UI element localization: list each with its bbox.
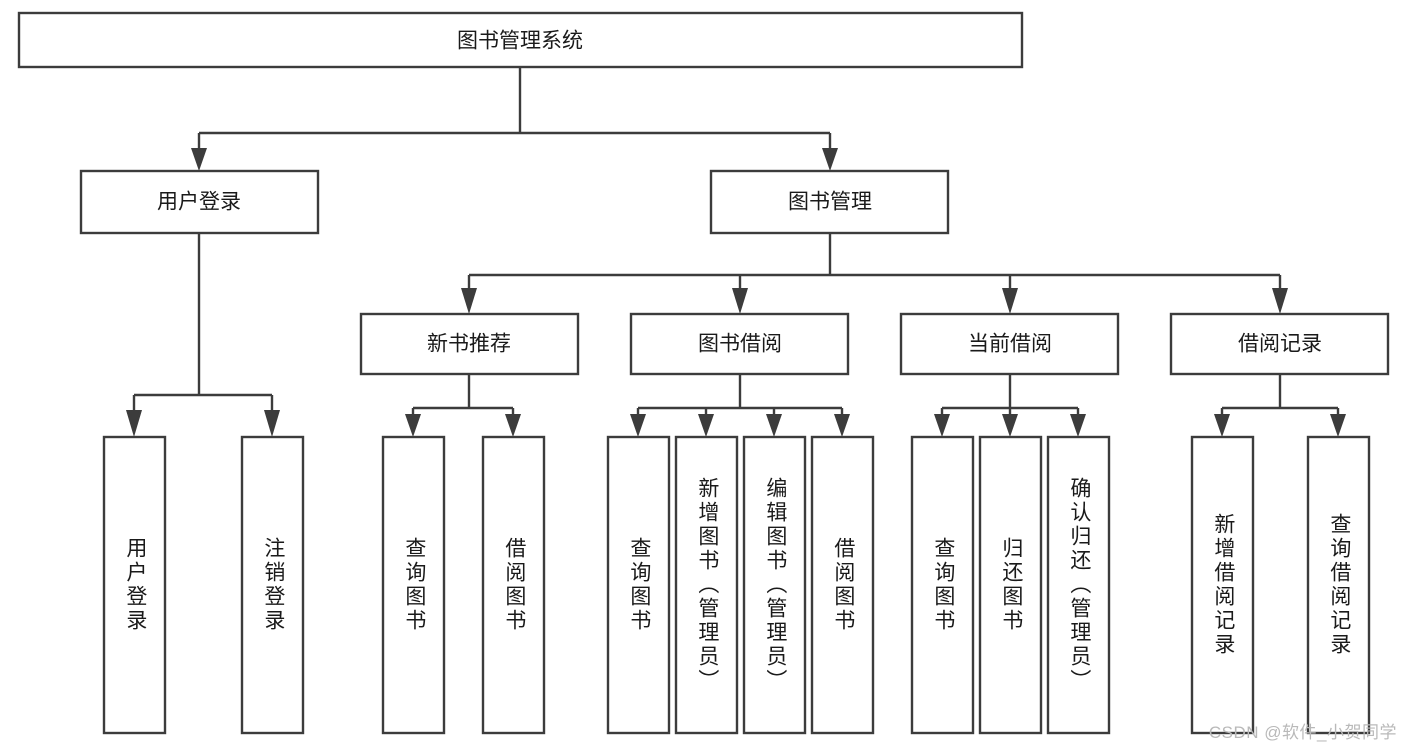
leaf-borrow-book-1-label: 借阅图书 — [502, 537, 526, 633]
leaf-edit-book-admin-box[interactable] — [742, 435, 807, 735]
leaf-confirm-return-admin[interactable]: 确认归还（管理员） — [1048, 437, 1109, 733]
arrow-leaf-u2 — [264, 410, 280, 437]
arrow-leaf-b3 — [766, 414, 782, 437]
leaf-return-book-box[interactable] — [978, 435, 1043, 735]
arrow-leaf-c3 — [1070, 414, 1086, 437]
leaf-query-borrow-record-label: 查询借阅记录 — [1327, 513, 1351, 657]
leaf-query-book-1-box[interactable] — [381, 435, 446, 735]
node-book-borrow-box[interactable] — [629, 312, 850, 376]
leaf-borrow-book-2-label: 借阅图书 — [831, 537, 855, 633]
leaf-add-book-admin-label: 新增图书（管理员） — [695, 477, 719, 693]
arrow-leaf-r1 — [1214, 414, 1230, 437]
arrow-leaf-n2 — [505, 414, 521, 437]
leaf-query-book-2-label: 查询图书 — [627, 537, 651, 633]
leaf-query-borrow-record[interactable]: 查询借阅记录 — [1308, 437, 1369, 733]
arrow-l3-book-borrow — [732, 288, 748, 314]
leaf-borrow-book-2-box[interactable] — [810, 435, 875, 735]
node-book-borrow-label: 图书借阅 — [698, 333, 782, 356]
leaf-query-book-2-box[interactable] — [606, 435, 671, 735]
node-book-management-box[interactable] — [709, 169, 950, 235]
arrow-leaf-c1 — [934, 414, 950, 437]
node-new-book-recommend-box[interactable] — [359, 312, 580, 376]
node-borrow-record-label: 借阅记录 — [1238, 333, 1322, 356]
arrow-leaf-b1 — [630, 414, 646, 437]
node-current-borrow-label: 当前借阅 — [968, 333, 1052, 356]
arrow-leaf-b4 — [834, 414, 850, 437]
leaf-query-book-1-label: 查询图书 — [402, 537, 426, 633]
leaf-user-login-box[interactable] — [102, 435, 167, 735]
leaf-borrow-book-1[interactable]: 借阅图书 — [483, 437, 544, 733]
leaf-query-book-3-box[interactable] — [910, 435, 975, 735]
leaf-query-book-2[interactable]: 查询图书 — [608, 437, 669, 733]
node-borrow-record-box[interactable] — [1169, 312, 1390, 376]
arrow-leaf-n1 — [405, 414, 421, 437]
arrow-book-mgmt — [822, 148, 838, 171]
leaf-user-login-label: 用户登录 — [123, 537, 147, 633]
leaf-add-borrow-record-label: 新增借阅记录 — [1211, 513, 1235, 657]
node-new-book-recommend-label: 新书推荐 — [427, 333, 511, 356]
leaf-query-book-1[interactable]: 查询图书 — [383, 437, 444, 733]
node-user-login-box[interactable] — [79, 169, 320, 235]
arrow-leaf-u1 — [126, 410, 142, 437]
leaf-edit-book-admin[interactable]: 编辑图书（管理员） — [744, 437, 805, 733]
leaf-confirm-return-admin-box[interactable] — [1046, 435, 1111, 735]
leaf-add-book-admin-box[interactable] — [674, 435, 739, 735]
leaf-return-book[interactable]: 归还图书 — [980, 437, 1041, 733]
leaf-edit-book-admin-label: 编辑图书（管理员） — [763, 477, 787, 693]
leaf-return-book-label: 归还图书 — [999, 537, 1023, 633]
leaf-logout[interactable]: 注销登录 — [242, 437, 303, 733]
leaf-add-borrow-record[interactable]: 新增借阅记录 — [1192, 437, 1253, 733]
arrow-user-login — [191, 148, 207, 171]
node-book-management-label: 图书管理 — [788, 191, 872, 214]
watermark-text: CSDN @软件_小贺同学 — [1208, 723, 1397, 742]
arrow-l3-borrow-record — [1272, 288, 1288, 314]
leaf-borrow-book-2[interactable]: 借阅图书 — [812, 437, 873, 733]
leaf-borrow-book-1-box[interactable] — [481, 435, 546, 735]
leaf-query-borrow-record-box[interactable] — [1306, 435, 1371, 735]
arrow-leaf-b2 — [698, 414, 714, 437]
leaf-add-borrow-record-box[interactable] — [1190, 435, 1255, 735]
node-root-box[interactable] — [17, 11, 1024, 69]
leaf-query-book-3[interactable]: 查询图书 — [912, 437, 973, 733]
node-user-login-label: 用户登录 — [157, 191, 241, 214]
arrow-leaf-c2 — [1002, 414, 1018, 437]
leaf-add-book-admin[interactable]: 新增图书（管理员） — [676, 437, 737, 733]
arrow-l3-new-book — [461, 288, 477, 314]
leaf-confirm-return-admin-label: 确认归还（管理员） — [1067, 477, 1091, 693]
node-root-label: 图书管理系统 — [457, 30, 583, 53]
leaf-query-book-3-label: 查询图书 — [931, 537, 955, 633]
arrow-l3-current-borrow — [1002, 288, 1018, 314]
arrow-leaf-r2 — [1330, 414, 1346, 437]
leaf-logout-label: 注销登录 — [261, 537, 285, 633]
leaf-logout-box[interactable] — [240, 435, 305, 735]
leaf-user-login[interactable]: 用户登录 — [104, 437, 165, 733]
